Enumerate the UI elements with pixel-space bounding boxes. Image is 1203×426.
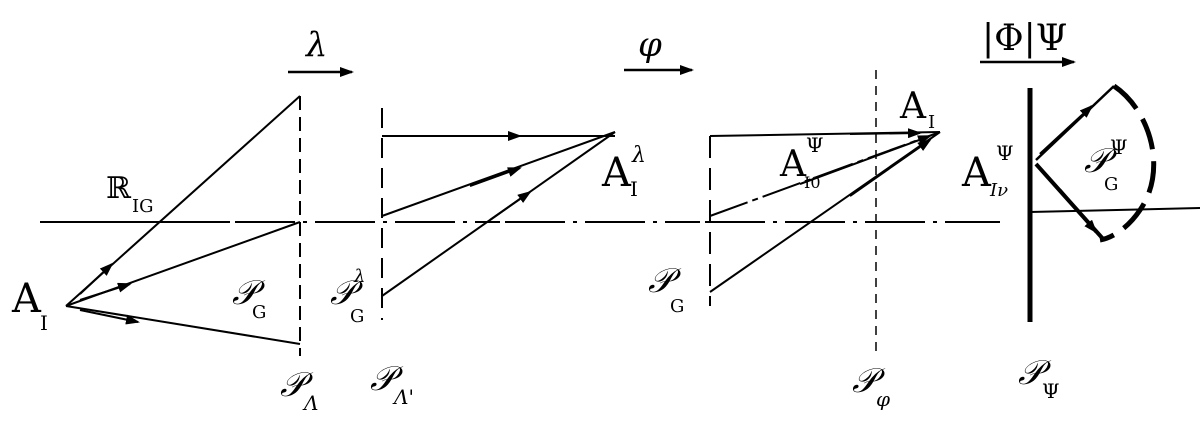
second-section-lines: [381, 108, 616, 320]
label-p-g-lambda-sub: G: [350, 306, 364, 327]
label-p-g-1-sub: G: [252, 302, 266, 323]
label-p-g-2-sub: G: [670, 296, 684, 317]
label-a-i-lambda-sup: λ: [631, 143, 646, 168]
label-a-inu-psi: A: [961, 150, 992, 196]
label-p-phi-sub: φ: [876, 387, 890, 411]
label-a-i0-psi-sub: I0: [804, 173, 821, 192]
label-a-i-right: A: [899, 86, 927, 127]
label-a-inu-psi-sub: Iν: [989, 180, 1008, 201]
header-arrows: [288, 57, 1076, 77]
lambda-label: λ: [304, 25, 328, 65]
label-a-i0-psi-sup: Ψ: [806, 133, 824, 157]
label-p-g-lambda-sup: λ: [353, 266, 365, 287]
third-section-lines: [709, 70, 941, 354]
label-a-i-lambda: A: [601, 150, 632, 196]
label-r-ig: ℝ: [106, 171, 132, 206]
right-section-lines: [1027, 83, 1157, 322]
phi-label: φ: [638, 25, 662, 65]
label-a-i0-psi: A: [779, 144, 807, 185]
label-p-g-psi-sup: Ψ: [1110, 135, 1128, 159]
phi-psi-label: |Φ|Ψ: [982, 18, 1067, 59]
label-r-ig-sub: IG: [132, 196, 154, 217]
label-p-lambda-sub: Λ: [302, 391, 318, 415]
label-a-i-sub: I: [40, 311, 48, 335]
label-a-i-lambda-sub: I: [630, 177, 638, 201]
left-section-lines: [65, 95, 301, 356]
label-a-i: A: [11, 276, 42, 322]
label-p-psi-sub: Ψ: [1042, 379, 1060, 403]
label-a-inu-psi-sup: Ψ: [996, 141, 1014, 165]
label-p-lambda-prime-sub: Λ': [392, 385, 414, 409]
label-a-i-right-sub: I: [928, 112, 935, 133]
label-p-g-psi-sub: G: [1104, 174, 1118, 195]
label-p-g-2: 𝒫: [648, 261, 682, 301]
horizontal-axis: [40, 207, 1201, 223]
